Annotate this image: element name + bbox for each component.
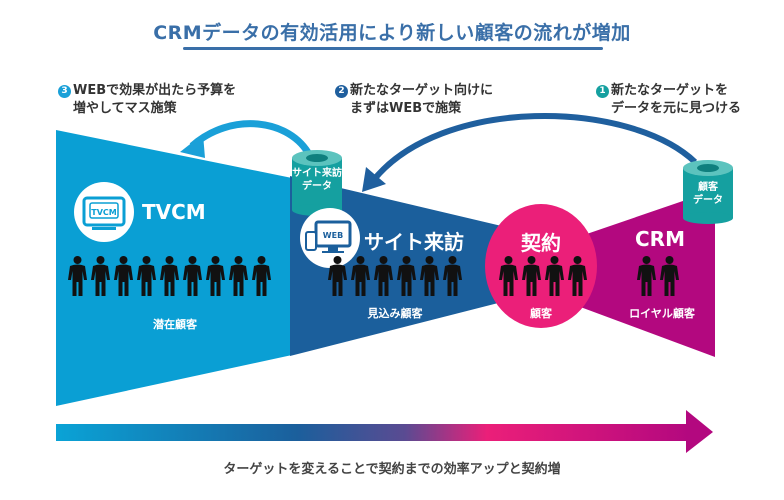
step-number-1-icon: 1 bbox=[596, 85, 609, 98]
stage-crm-sublabel: ロイヤル顧客 bbox=[629, 307, 695, 320]
step-3-line1: WEBで効果が出たら予算を bbox=[73, 83, 237, 98]
stage-crm-title: CRM bbox=[635, 227, 685, 251]
stage-contract-title: 契約 bbox=[521, 231, 561, 255]
person-icon bbox=[544, 256, 565, 296]
step-number-2-icon: 2 bbox=[335, 85, 348, 98]
bottom-caption: ターゲットを変えることで契約までの効率アップと契約増 bbox=[223, 462, 561, 477]
page-title: CRMデータの有効活用により新しい顧客の流れが増加 bbox=[153, 22, 631, 44]
arrow-step3-head bbox=[180, 134, 205, 158]
person-icon bbox=[659, 256, 680, 296]
site-visit-data-label: サイト来訪データ bbox=[292, 168, 342, 192]
stage-site-visit-title: サイト来訪 bbox=[364, 230, 464, 254]
person-icon bbox=[419, 256, 440, 296]
step-1-line2: データを元に見つける bbox=[611, 101, 742, 116]
people-row-crm bbox=[636, 256, 680, 296]
person-icon bbox=[228, 256, 249, 296]
people-row-tvcm bbox=[67, 256, 272, 296]
stage-tvcm-title: TVCM bbox=[142, 200, 206, 224]
person-icon bbox=[350, 256, 371, 296]
person-icon bbox=[136, 256, 157, 296]
arrow-step2-head bbox=[362, 167, 386, 192]
person-icon bbox=[373, 256, 394, 296]
stage-contract-circle bbox=[485, 204, 597, 328]
title-underline bbox=[183, 47, 603, 50]
person-icon bbox=[251, 256, 272, 296]
person-icon bbox=[182, 256, 203, 296]
person-icon bbox=[327, 256, 348, 296]
person-icon bbox=[521, 256, 542, 296]
web-icon: WEB bbox=[300, 208, 360, 268]
step-3-line2: 増やしてマス施策 bbox=[73, 101, 177, 116]
customer-database-icon bbox=[683, 160, 733, 224]
svg-text:TVCM: TVCM bbox=[91, 208, 117, 217]
step-1-line1: 新たなターゲットを bbox=[611, 83, 729, 98]
arrow-step2 bbox=[369, 113, 698, 184]
site-visit-database-icon bbox=[292, 150, 342, 216]
person-icon bbox=[205, 256, 226, 296]
people-row-contract bbox=[498, 256, 588, 296]
person-icon bbox=[442, 256, 463, 296]
customer-data-label: 顧客データ bbox=[693, 182, 723, 206]
person-icon bbox=[567, 256, 588, 296]
tv-icon: TVCM bbox=[74, 182, 134, 242]
step-2-line1: 新たなターゲット向けに bbox=[350, 83, 494, 98]
stage-site-visit-sublabel: 見込み顧客 bbox=[367, 307, 423, 320]
people-row-site-visit bbox=[327, 256, 463, 296]
step-2-line2: まずはWEBで施策 bbox=[350, 101, 462, 116]
person-icon bbox=[159, 256, 180, 296]
person-icon bbox=[90, 256, 111, 296]
step-number-3-icon: 3 bbox=[58, 85, 71, 98]
person-icon bbox=[113, 256, 134, 296]
person-icon bbox=[396, 256, 417, 296]
person-icon bbox=[67, 256, 88, 296]
arrow-step3 bbox=[189, 120, 314, 158]
stage-tvcm-sublabel: 潜在顧客 bbox=[153, 318, 197, 331]
person-icon bbox=[498, 256, 519, 296]
person-icon bbox=[636, 256, 657, 296]
svg-text:WEB: WEB bbox=[323, 231, 343, 240]
stage-contract-sublabel: 顧客 bbox=[530, 307, 552, 320]
progress-arrow bbox=[56, 410, 713, 453]
